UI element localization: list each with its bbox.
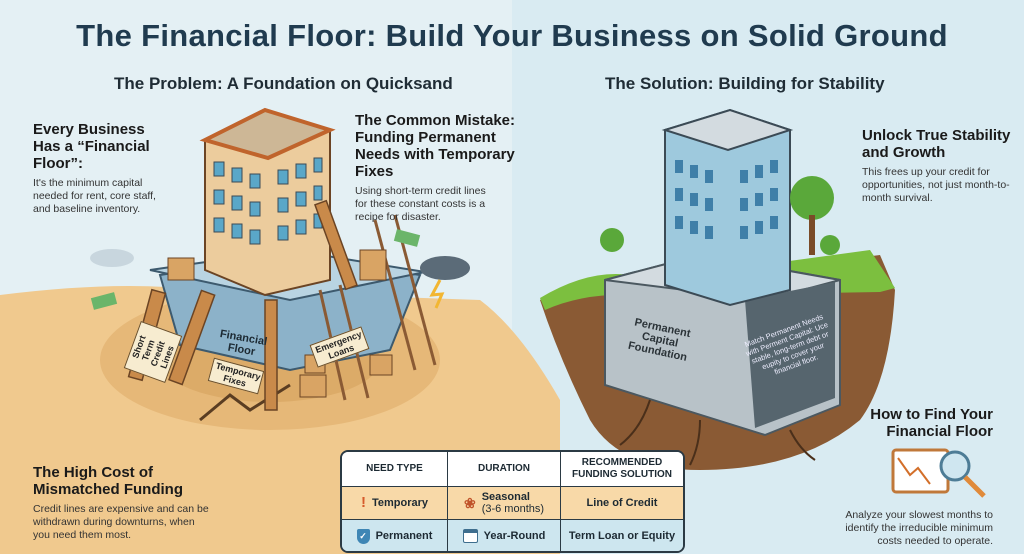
table-row: ! Temporary ❀ Seasonal(3-6 months) Line of… bbox=[342, 486, 683, 519]
need-type: Temporary bbox=[371, 497, 429, 509]
common-mistake-text: Using short-term credit lines for these … bbox=[355, 185, 486, 223]
high-cost-block: The High Cost of Mismatched Funding Cred… bbox=[33, 464, 213, 542]
table-row: ✓ Permanent Year-Round Term Loan or Equit… bbox=[342, 519, 683, 551]
high-cost-heading: The High Cost of Mismatched Funding bbox=[33, 464, 183, 498]
unlock-stability-text: This frees up your credit for opportunit… bbox=[862, 166, 1010, 204]
financial-floor-text: It's the minimum capital needed for rent… bbox=[33, 177, 156, 215]
trees bbox=[600, 176, 840, 255]
header-duration: DURATION bbox=[447, 452, 560, 486]
funding-table: NEED TYPE DURATION RECOMMENDED FUNDING S… bbox=[340, 450, 685, 553]
calendar-icon bbox=[462, 529, 478, 543]
header-solution: RECOMMENDED FUNDING SOLUTION bbox=[560, 452, 683, 486]
exclamation-icon: ! bbox=[360, 494, 366, 511]
table-header-row: NEED TYPE DURATION RECOMMENDED FUNDING S… bbox=[342, 452, 683, 486]
roots bbox=[619, 399, 816, 466]
shield-check-icon: ✓ bbox=[356, 528, 370, 544]
find-floor-text: Analyze your slowest months to identify … bbox=[845, 509, 993, 547]
page-title: The Financial Floor: Build Your Business… bbox=[76, 18, 948, 53]
problem-subtitle: The Problem: A Foundation on Quicksand bbox=[114, 74, 453, 93]
storm-cloud-icon bbox=[420, 256, 470, 309]
find-floor-heading-block: How to Find Your Financial Floor bbox=[850, 406, 993, 440]
financial-floor-block: Every Business Has a “Financial Floor”: … bbox=[33, 121, 173, 216]
header-need-type: NEED TYPE bbox=[366, 463, 423, 474]
common-mistake-block: The Common Mistake: Funding Permanent Ne… bbox=[355, 112, 525, 224]
duration: Seasonal bbox=[481, 491, 530, 503]
solution: Term Loan or Equity bbox=[560, 520, 683, 551]
flying-money-icon bbox=[90, 292, 118, 310]
chart-magnifier-icon bbox=[891, 448, 986, 498]
common-mistake-heading: The Common Mistake: Funding Permanent Ne… bbox=[355, 112, 516, 180]
find-floor-heading: How to Find Your Financial Floor bbox=[870, 406, 993, 440]
duration: Year-Round bbox=[483, 530, 546, 542]
solution-subtitle: The Solution: Building for Stability bbox=[605, 74, 885, 93]
maple-leaf-icon: ❀ bbox=[463, 495, 476, 511]
cloud bbox=[90, 249, 134, 267]
unlock-stability-heading: Unlock True Stability and Growth bbox=[862, 127, 1011, 161]
need-type: Permanent bbox=[375, 530, 433, 542]
duration-detail: (3-6 months) bbox=[481, 503, 545, 515]
financial-floor-heading: Every Business Has a “Financial Floor”: bbox=[33, 121, 150, 172]
high-cost-text: Credit lines are expensive and can be wi… bbox=[33, 503, 209, 541]
unlock-stability-block: Unlock True Stability and Growth This fr… bbox=[862, 127, 1012, 205]
solution: Line of Credit bbox=[560, 487, 683, 519]
